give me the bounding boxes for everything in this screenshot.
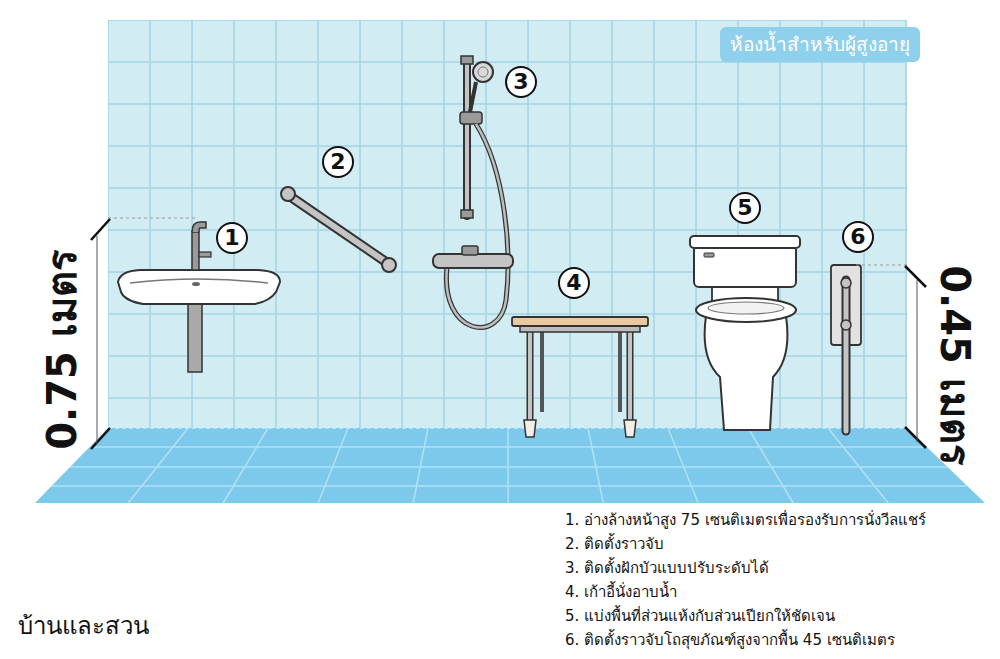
dimension-right xyxy=(856,265,926,448)
seat-foot xyxy=(624,420,636,437)
callout-number: 1 xyxy=(224,227,239,249)
dimension-tick xyxy=(905,266,926,287)
floor-line xyxy=(668,428,698,503)
sink-rim xyxy=(130,279,268,283)
dimension-line xyxy=(97,236,98,444)
dimension-tick xyxy=(905,427,926,448)
callout-circle: 6 xyxy=(842,221,874,253)
seat-leg-outline xyxy=(627,330,634,422)
callout-circle: 4 xyxy=(558,267,590,299)
callout-number: 6 xyxy=(850,226,865,248)
shower-seat xyxy=(512,317,648,437)
floor-line xyxy=(128,428,188,503)
floor-line xyxy=(828,428,888,503)
dimension-guide xyxy=(108,217,196,218)
callout-number: 4 xyxy=(566,272,581,294)
dimension-tick xyxy=(91,428,110,449)
floor-line xyxy=(507,428,509,503)
seat-leg xyxy=(628,330,632,422)
sink-drain xyxy=(192,282,200,286)
note-line: 3. ติดตั้งฝักบัวแบบปรับระดับได้ xyxy=(565,559,769,577)
faucet xyxy=(192,232,199,270)
seat-leg xyxy=(618,330,622,412)
note-line: 4. เก้าอี้นั่งอาบน้ำ xyxy=(565,583,677,601)
toilet-tank xyxy=(694,245,796,287)
wall-floor-edge xyxy=(108,427,907,429)
callout-circle: 5 xyxy=(729,192,761,224)
grab-bar-tube xyxy=(291,197,386,262)
note-line: 2. ติดตั้งราวจับ xyxy=(565,535,664,553)
grab-bar-joint xyxy=(841,320,851,330)
floor-grid xyxy=(52,428,967,503)
toilet-seat xyxy=(696,298,796,322)
tiled-wall xyxy=(108,20,907,428)
floor-line xyxy=(413,428,428,503)
rail-bracket xyxy=(461,56,473,64)
callout-circle: 3 xyxy=(505,66,537,98)
grab-bar-flange xyxy=(382,258,396,272)
wash-basin xyxy=(118,222,280,372)
note-line: 1. อ่างล้างหน้าสูง 75 เซนติเมตรเพื่อรองร… xyxy=(565,511,926,529)
dimension-guide xyxy=(856,264,907,265)
flush-lever xyxy=(704,253,714,257)
dimension-left xyxy=(91,218,196,449)
faucet-spout xyxy=(192,222,206,232)
rail-bracket xyxy=(461,210,473,218)
grab-bar-outline xyxy=(842,280,851,431)
callout-number: 2 xyxy=(330,151,345,173)
tiled-floor xyxy=(35,428,985,503)
callout-number: 3 xyxy=(513,71,528,93)
toilet xyxy=(690,236,800,430)
grab-bar-joint xyxy=(841,278,851,288)
seat-leg xyxy=(528,330,532,422)
toilet-grab-bar xyxy=(831,265,861,431)
shower-head-face xyxy=(478,67,488,77)
dimension-label: 0.45 เมตร xyxy=(931,265,979,465)
floor-line xyxy=(318,428,348,503)
floor-line xyxy=(52,485,967,487)
shower-head xyxy=(473,62,493,82)
callout-number: 5 xyxy=(737,197,752,219)
shower-hose-outline xyxy=(446,124,508,327)
note-line: 5. แบ่งพื้นที่ส่วนแห้งกับส่วนเปียกให้ชัด… xyxy=(565,607,835,625)
dimension-label: 0.75 เมตร xyxy=(38,250,86,450)
seat-leg xyxy=(540,330,544,412)
seat-top xyxy=(512,317,648,326)
floor-line xyxy=(223,428,268,503)
shower-rail xyxy=(465,60,469,216)
faucet-handle xyxy=(199,252,211,257)
rail-slider xyxy=(460,112,482,124)
seat-foot xyxy=(524,420,536,437)
dimension-line xyxy=(917,280,918,442)
toilet-bowl xyxy=(705,316,788,430)
grab-bar xyxy=(281,187,396,272)
note-line: 6. ติดตั้งราวจับโถสุขภัณฑ์สูงจากพื้น 45 … xyxy=(565,631,895,649)
title-badge: ห้องน้ำสำหรับผู้สูงอายุ xyxy=(720,27,920,62)
shower-hose xyxy=(446,124,508,327)
floor-line xyxy=(748,428,793,503)
toilet-seat-inner xyxy=(708,302,784,314)
seat-leg-outline xyxy=(527,330,534,422)
sink-basin xyxy=(118,270,280,304)
sink-pedestal xyxy=(188,300,202,372)
grab-bar-tube xyxy=(844,280,849,431)
shower-handle xyxy=(470,82,476,112)
toilet-tank-lid xyxy=(690,236,800,248)
floor-line xyxy=(588,428,603,503)
adjustable-shower xyxy=(433,56,513,327)
mixer-knob xyxy=(462,246,478,255)
callout-circle: 2 xyxy=(322,146,354,178)
shower-mixer xyxy=(433,254,513,268)
dimension-tick xyxy=(91,219,110,240)
grab-bar-outline xyxy=(291,197,386,262)
callout-circle: 1 xyxy=(216,222,248,254)
shower-rail-outline xyxy=(463,60,471,216)
brand-watermark: บ้านและสวน xyxy=(18,612,149,641)
grab-bar-flange xyxy=(281,187,295,201)
